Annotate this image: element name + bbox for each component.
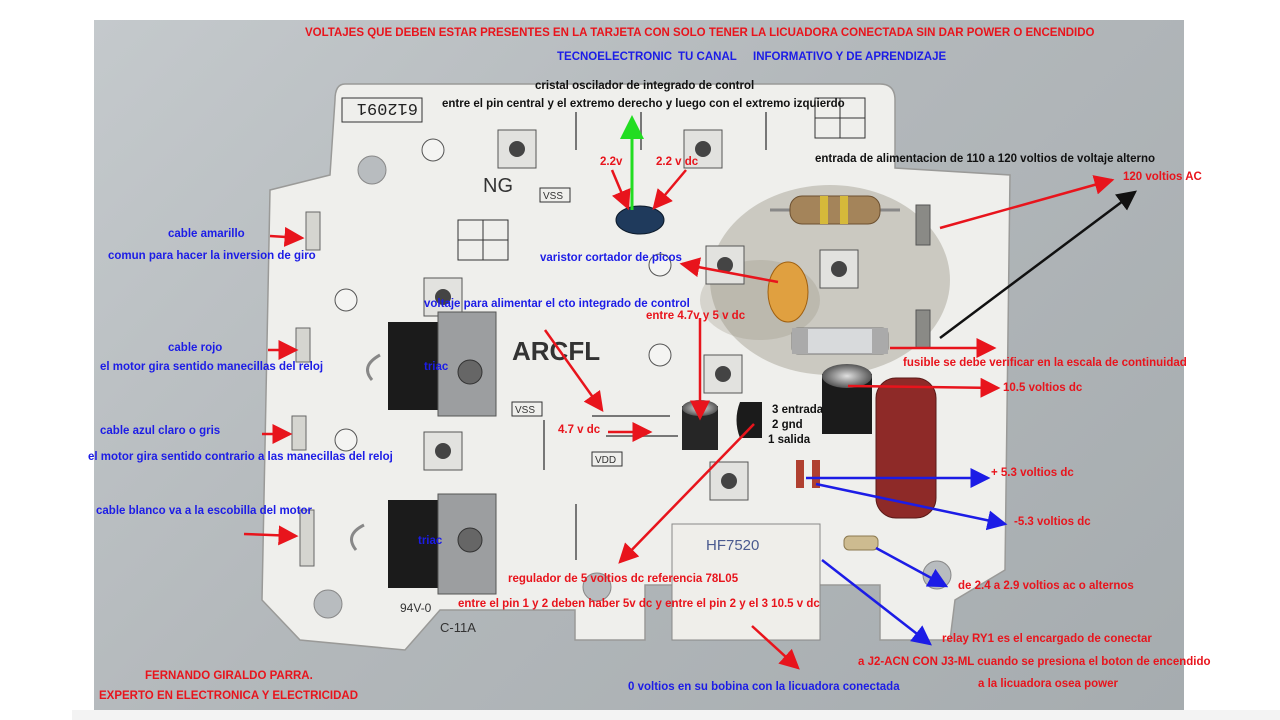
connector-amarillo (305, 211, 321, 251)
led (334, 288, 358, 312)
connector-ac-2 (915, 309, 931, 349)
channel-tagline-1: TU CANAL (678, 51, 737, 63)
v22-left-label: 2.2v (600, 156, 623, 168)
header-title: VOLTAJES QUE DEBEN ESTAR PRESENTES EN LA… (305, 27, 1095, 39)
tactile-switch (705, 245, 745, 285)
connector-rojo (295, 327, 311, 363)
varistor-label: varistor cortador de picos (540, 252, 682, 264)
vss-label-2: VSS (515, 405, 535, 416)
crystal-oscillator (615, 205, 665, 235)
mounting-hole (313, 589, 343, 619)
comun-giro-label: comun para hacer la inversion de giro (108, 250, 316, 262)
varistor (767, 261, 809, 323)
voltaje-cto-label: voltaje para alimentar el cto integrado … (424, 298, 690, 310)
led (648, 253, 672, 277)
motor-antihorario-label: el motor gira sentido contrario a las ma… (88, 451, 393, 463)
v53-pos-label: + 5.3 voltios dc (991, 467, 1074, 479)
v22-right-label: 2.2 v dc (656, 156, 699, 168)
zener-diode (796, 460, 804, 488)
vss-label: VSS (543, 191, 563, 202)
regulador-pins-label: entre el pin 1 y 2 deben haber 5v dc y e… (458, 598, 820, 610)
crystal-desc-label: entre el pin central y el extremo derech… (442, 98, 845, 110)
v53-neg-label: -5.3 voltios dc (1014, 516, 1091, 528)
relay-label-1: relay RY1 es el encargado de conectar (942, 633, 1152, 645)
led (648, 343, 672, 367)
cable-rojo-label: cable rojo (168, 342, 223, 354)
ic-code-text: C-11A (440, 620, 476, 635)
autor-name: FERNANDO GIRALDO PARRA. (145, 670, 313, 682)
mounting-hole (357, 155, 387, 185)
tactile-switch (423, 431, 463, 471)
triac-1 (388, 311, 497, 417)
rating-text: 94V-0 (400, 601, 432, 615)
led (421, 138, 445, 162)
pin3-label: 3 entrada (772, 404, 824, 416)
channel-name: TECNOELECTRONIC (557, 51, 672, 63)
fusible-label: fusible se debe verificar en la escala d… (903, 357, 1187, 369)
v24-29-label: de 2.4 a 2.9 voltios ac o alternos (958, 580, 1134, 592)
v47-label: 4.7 v dc (558, 424, 601, 436)
fuse (791, 327, 889, 355)
triac-1-label: triac (424, 361, 449, 373)
zener-diode (812, 460, 820, 488)
v120-label: 120 voltios AC (1123, 171, 1202, 183)
resistor-r1 (843, 535, 879, 551)
crystal-title-label: cristal oscilador de integrado de contro… (535, 80, 755, 92)
vdd-label: VDD (595, 455, 616, 466)
v105-label: 10.5 voltios dc (1003, 382, 1083, 394)
cable-blanco-label: cable blanco va a la escobilla del motor (96, 505, 313, 517)
brand-text: NG (483, 175, 513, 197)
part-code-box (341, 97, 423, 123)
cable-amarillo-label: cable amarillo (168, 228, 245, 240)
entre-47-5-label: entre 4.7v y 5 v dc (646, 310, 746, 322)
connector-ac (915, 204, 931, 246)
logo-text: ARCFL (512, 336, 600, 366)
tactile-switch (703, 354, 743, 394)
regulator-78l05 (736, 402, 762, 438)
tactile-switch (709, 461, 749, 501)
channel-tagline-2: INFORMATIVO Y DE APRENDIZAJE (753, 51, 947, 63)
tactile-switch (497, 129, 537, 169)
bottom-bar (72, 710, 1280, 720)
regulador-label: regulador de 5 voltios dc referencia 78L… (508, 573, 739, 585)
electrolytic-capacitor-large (822, 364, 872, 434)
cable-azul-label: cable azul claro o gris (100, 425, 221, 437)
triac-2-label: triac (418, 535, 443, 547)
pin1-label: 1 salida (768, 434, 811, 446)
mounting-hole (582, 572, 612, 602)
motor-horario-label: el motor gira sentido manecillas del rel… (100, 361, 324, 373)
connector-azul (291, 415, 307, 451)
pin2-label: 2 gnd (772, 419, 803, 431)
tactile-switch (819, 249, 859, 289)
mounting-hole (922, 560, 952, 590)
triac-2 (388, 493, 497, 595)
led (334, 428, 358, 452)
part-code-text: 612091 (357, 98, 418, 117)
ac-input-label: entrada de alimentacion de 110 a 120 vol… (815, 153, 1156, 165)
relay-label-2: a J2-ACN CON J3-ML cuando se presiona el… (858, 656, 1211, 668)
film-capacitor (875, 377, 937, 519)
electrolytic-capacitor-small (682, 400, 718, 450)
relay-model-text: HF7520 (706, 537, 759, 554)
autor-title: EXPERTO EN ELECTRONICA Y ELECTRICIDAD (99, 690, 358, 702)
tactile-switch (423, 277, 463, 317)
power-resistor (770, 195, 900, 225)
tactile-switch (683, 129, 723, 169)
bobina-label: 0 voltios en su bobina con la licuadora … (628, 681, 900, 693)
connector-blanco (299, 509, 315, 567)
relay-label-3: a la licuadora osea power (978, 678, 1118, 690)
